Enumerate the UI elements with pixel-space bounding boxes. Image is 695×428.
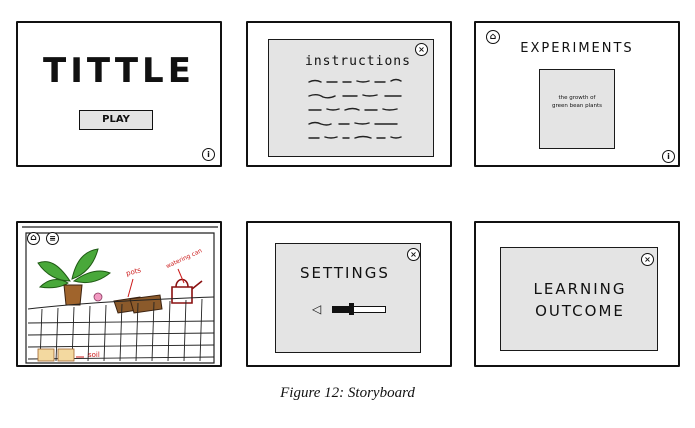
plant-pot	[63, 284, 83, 306]
volume-slider-thumb[interactable]	[348, 303, 354, 315]
instruction-text-scribbles	[308, 78, 402, 139]
lab-scene-drawing	[22, 226, 218, 364]
storyboard-frame-learning-outcome: LEARNING OUTCOME ×	[474, 221, 680, 367]
speaker-icon: ◁	[312, 302, 322, 316]
home-icon[interactable]: ⌂	[27, 232, 40, 245]
plant-leaves	[37, 248, 111, 289]
volume-slider[interactable]	[332, 303, 386, 315]
storyboard-frame-instructions: instructions ×	[246, 21, 452, 167]
storyboard-frame-settings: SETTINGS ◁ ×	[246, 221, 452, 367]
instructions-heading: instructions	[305, 54, 411, 69]
game-title: TITTLE	[43, 51, 195, 91]
learning-outcome-heading: LEARNING OUTCOME	[533, 280, 627, 320]
close-icon[interactable]: ×	[641, 253, 654, 266]
volume-slider-fill	[333, 307, 349, 312]
watering-can	[171, 278, 203, 304]
instructions-panel: instructions ×	[268, 39, 434, 157]
figure-caption: Figure 12: Storyboard	[280, 385, 415, 401]
small-flower	[93, 292, 103, 302]
close-icon[interactable]: ×	[407, 248, 420, 261]
learning-outcome-panel: LEARNING OUTCOME ×	[500, 247, 658, 351]
storyboard-frame-lab-scene: ⌂ ≡ pots watering can soil	[16, 221, 222, 367]
experiment-card[interactable]: the growth of green bean plants	[539, 69, 615, 149]
close-icon[interactable]: ×	[415, 43, 428, 56]
experiments-heading: EXPERIMENTS	[520, 41, 634, 56]
experiment-card-text: the growth of green bean plants	[551, 95, 602, 109]
annotation-soil: soil	[88, 351, 100, 359]
menu-icon[interactable]: ≡	[46, 232, 59, 245]
info-icon[interactable]: i	[662, 150, 675, 163]
settings-heading: SETTINGS	[300, 264, 390, 282]
home-icon[interactable]: ⌂	[486, 30, 500, 44]
soil-bags	[37, 348, 75, 362]
storyboard-frame-experiments: ⌂ EXPERIMENTS the growth of green bean p…	[474, 21, 680, 167]
play-button[interactable]: PLAY	[79, 110, 153, 130]
storyboard-frame-title-screen: TITTLE PLAY i	[16, 21, 222, 167]
info-icon[interactable]: i	[202, 148, 215, 161]
settings-panel: SETTINGS ◁ ×	[275, 243, 421, 353]
